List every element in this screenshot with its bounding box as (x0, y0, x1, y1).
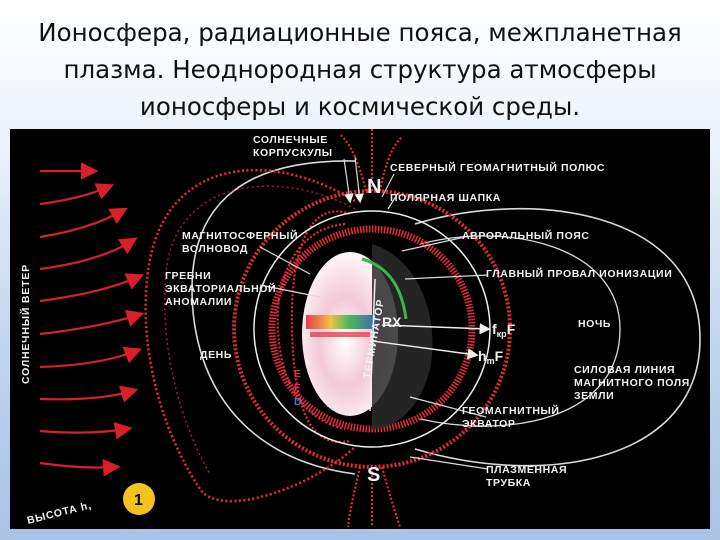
label-day: ДЕНЬ (200, 349, 232, 361)
label-layer-d: D (294, 396, 302, 408)
label-north-pole: СЕВЕРНЫЙ ГЕОМАГНИТНЫЙ ПОЛЮС (390, 161, 605, 174)
night-field-loop (414, 207, 701, 467)
ionosphere-layers-band (306, 315, 376, 329)
label-height: ВЫСОТА h, (26, 499, 93, 527)
slide-title: Ионосфера, радиационные пояса, межпланет… (20, 14, 700, 125)
rx-ray-lower (371, 340, 479, 360)
label-crests-3: АНОМАЛИИ (165, 296, 232, 308)
label-rx: RX (382, 314, 402, 330)
earth-night-side (372, 244, 433, 429)
label-field-line-2: МАГНИТНОГО ПОЛЯ (574, 377, 690, 389)
night-field-loop-inner (419, 235, 621, 427)
label-north-n: N (367, 176, 381, 198)
magnetopause-outline (191, 160, 356, 475)
label-geomag-equator-2: ЭКВАТОР (462, 418, 516, 430)
label-auroral-belt: АВРОРАЛЬНЫЙ ПОЯС (462, 229, 590, 242)
bow-shock-red-2 (163, 185, 356, 475)
diagram-svg: ТЕРМИНАТОР СОЛНЕЧНЫЕ КОРПУСКУЛЫ СЕВЕРНЫЙ… (19, 129, 701, 528)
title-line-1: Ионосфера, радиационные пояса, межпланет… (38, 18, 682, 47)
label-south-s: S (367, 464, 380, 486)
label-main-trough: ГЛАВНЫЙ ПРОВАЛ ИОНИЗАЦИИ (486, 267, 672, 280)
label-geomag-equator-1: ГЕОМАГНИТНЫЙ (462, 404, 560, 417)
label-layer-e: E (294, 368, 302, 380)
label-field-line-3: ЗЕМЛИ (574, 390, 614, 402)
label-crests-2: ЭКВАТОРИАЛЬНОЙ (165, 282, 276, 295)
label-night: НОЧЬ (578, 318, 611, 330)
label-layer-f: F (294, 382, 301, 394)
label-crests-1: ГРЕБНИ (165, 270, 211, 282)
ionosphere-outer-shell (232, 189, 512, 469)
title-line-2: плазма. Неоднородная структура атмосферы (63, 55, 657, 84)
terminator-line (369, 278, 376, 412)
label-solar-corpuscles-2: КОРПУСКУЛЫ (253, 147, 333, 159)
label-plasma-tube-2: ТРУБКА (486, 477, 531, 489)
label-waveguide-1: МАГНИТОСФЕРНЫЙ (182, 229, 298, 242)
label-plasma-tube-1: ПЛАЗМЕННАЯ (486, 464, 567, 476)
label-solar-wind: СОЛНЕЧНЫЙ ВЕТЕР (19, 264, 32, 384)
label-solar-corpuscles-1: СОЛНЕЧНЫЕ (253, 134, 328, 146)
solar-wind-arrows (39, 162, 145, 477)
label-waveguide-2: ВОЛНОВОД (182, 243, 248, 255)
figure-badge-number: 1 (134, 492, 143, 509)
figure-badge (123, 483, 155, 515)
ionosphere-diagram: ТЕРМИНАТОР СОЛНЕЧНЫЕ КОРПУСКУЛЫ СЕВЕРНЫЙ… (10, 129, 710, 529)
rx-ray-upper (381, 323, 491, 335)
label-hmf: hmF (478, 348, 504, 366)
label-fkpf: fкрF (492, 321, 516, 339)
callout-lines (259, 156, 489, 470)
aurora-green-glow (361, 257, 408, 320)
label-polar-cap: ПОЛЯРНАЯ ШАПКА (390, 192, 501, 204)
title-line-3: ионосферы и космической среды. (139, 92, 581, 121)
label-field-line-1: СИЛОВАЯ ЛИНИЯ (574, 364, 675, 376)
